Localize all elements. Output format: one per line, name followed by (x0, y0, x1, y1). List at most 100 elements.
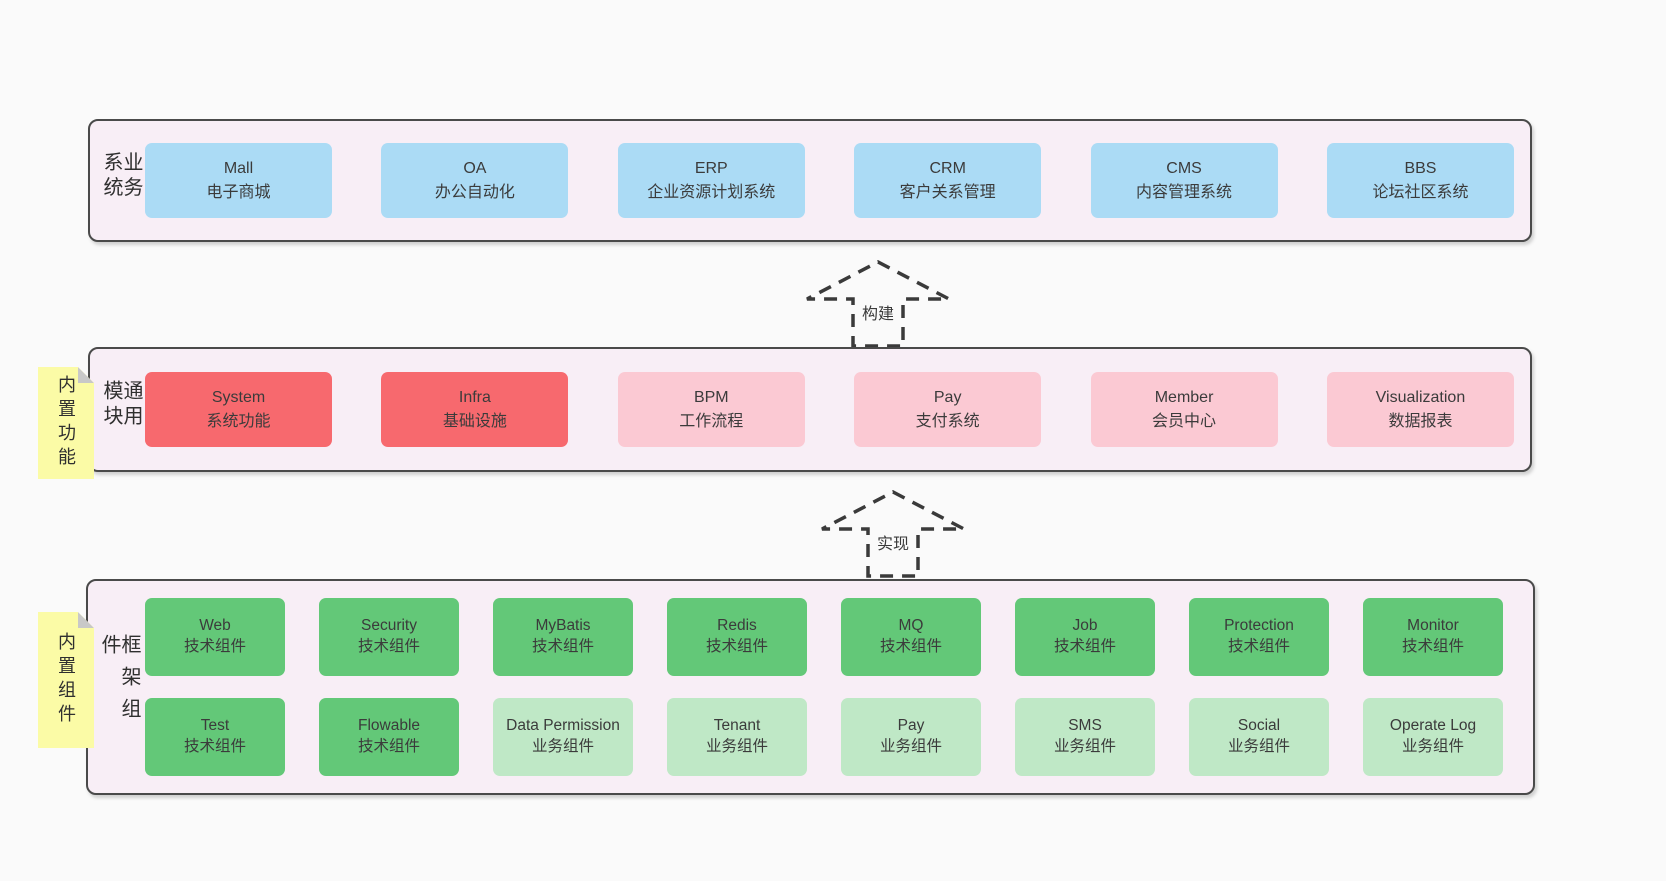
box-title: Data Permission (506, 717, 620, 735)
box-subtitle: 业务组件 (1227, 738, 1290, 755)
box-title: Test (200, 717, 230, 735)
box-title: Visualization (1375, 389, 1466, 407)
box-title: OA (463, 160, 487, 178)
box-title: BBS (1404, 160, 1437, 178)
box-title: MQ (898, 617, 924, 635)
box-title: Security (361, 617, 417, 635)
box-title: Monitor (1407, 617, 1459, 635)
box-title: CMS (1166, 160, 1202, 178)
box-subtitle: 技术组件 (357, 638, 420, 655)
box-title: Pay (897, 717, 925, 735)
box-title: Member (1154, 389, 1214, 407)
box-title: Tenant (713, 717, 761, 735)
box-title: BPM (693, 389, 729, 407)
implement-arrow: 实现 (820, 490, 966, 578)
box-subtitle: 技术组件 (1401, 638, 1464, 655)
business-boxes: Mall 电子商城 OA 办公自动化 ERP 企业资源计划系统 CRM 客户关系管理 CMS 内容… (90, 121, 1530, 240)
box-subtitle: 技术组件 (705, 638, 768, 655)
box-subtitle: 支付系统 (915, 412, 980, 430)
box-subtitle: 电子商城 (206, 183, 271, 201)
box-title: Web (199, 617, 231, 635)
box-title: Pay (933, 389, 962, 407)
box-subtitle: 技术组件 (357, 738, 420, 755)
box-subtitle: 办公自动化 (434, 183, 515, 201)
box-subtitle: 会员中心 (1152, 412, 1217, 430)
box-subtitle: 基础设施 (442, 412, 507, 430)
box-oa: OA 办公自动化 (381, 143, 569, 218)
box-title: Redis (717, 617, 757, 635)
box-subtitle: 数据报表 (1388, 412, 1453, 430)
box-title: ERP (694, 160, 728, 178)
box-title: Social (1237, 717, 1281, 735)
box-tenant: Tenant 业务组件 (667, 698, 807, 776)
box-subtitle: 业务组件 (705, 738, 768, 755)
box-visualization: Visualization 数据报表 (1326, 372, 1514, 447)
box-subtitle: 业务组件 (879, 738, 942, 755)
box-pay: Pay 业务组件 (841, 698, 981, 776)
box-subtitle: 企业资源计划系统 (647, 183, 776, 201)
up-arrow-dashed-icon (821, 490, 965, 578)
box-crm: CRM 客户关系管理 (854, 143, 1042, 218)
box-operate-log: Operate Log 业务组件 (1363, 698, 1503, 776)
box-data-permission: Data Permission 业务组件 (493, 698, 633, 776)
box-job: Job 技术组件 (1015, 598, 1155, 676)
box-subtitle: 客户关系管理 (899, 183, 996, 201)
box-redis: Redis 技术组件 (667, 598, 807, 676)
box-title: CRM (929, 160, 966, 178)
box-cms: CMS 内容管理系统 (1090, 143, 1278, 218)
box-subtitle: 业务组件 (1053, 738, 1116, 755)
build-arrow: 构建 (805, 260, 951, 348)
box-title: SMS (1068, 717, 1102, 735)
box-subtitle: 技术组件 (1227, 638, 1290, 655)
box-erp: ERP 企业资源计划系统 (617, 143, 805, 218)
box-sms: SMS 业务组件 (1015, 698, 1155, 776)
box-infra: Infra 基础设施 (381, 372, 569, 447)
box-subtitle: 技术组件 (879, 638, 942, 655)
box-pay: Pay 支付系统 (854, 372, 1042, 447)
business-layer-label: 业务系统 (100, 150, 142, 201)
box-title: Operate Log (1389, 717, 1477, 735)
box-title: Job (1072, 617, 1098, 635)
built-in-functions-note-label: 内置功能 (56, 375, 76, 471)
box-subtitle: 工作流程 (679, 412, 744, 430)
box-mall: Mall 电子商城 (145, 143, 332, 218)
box-mq: MQ 技术组件 (841, 598, 981, 676)
box-system: System 系统功能 (145, 372, 332, 447)
box-title: MyBatis (535, 617, 591, 635)
box-subtitle: 技术组件 (531, 638, 594, 655)
box-title: System (211, 389, 266, 407)
built-in-components-note-label: 内置组件 (56, 632, 76, 728)
box-member: Member 会员中心 (1090, 372, 1278, 447)
modules-layer-label: 通用模块 (100, 379, 142, 430)
box-mybatis: MyBatis 技术组件 (493, 598, 633, 676)
implement-arrow-label: 实现 (873, 528, 913, 556)
box-bbs: BBS 论坛社区系统 (1326, 143, 1514, 218)
framework-layer-label: 框架组件 (98, 634, 140, 730)
box-bpm: BPM 工作流程 (617, 372, 805, 447)
box-subtitle: 内容管理系统 (1136, 183, 1233, 201)
box-title: Protection (1224, 617, 1294, 635)
business-systems-layer: 业务系统 Mall 电子商城 OA 办公自动化 ERP 企业资源计划系统 CRM 客户关系管理… (88, 119, 1532, 242)
box-title: Infra (458, 389, 491, 407)
box-title: Mall (223, 160, 254, 178)
box-subtitle: 业务组件 (531, 738, 594, 755)
build-arrow-label: 构建 (858, 298, 898, 326)
box-social: Social 业务组件 (1189, 698, 1329, 776)
box-monitor: Monitor 技术组件 (1363, 598, 1503, 676)
modules-boxes: System 系统功能 Infra 基础设施 BPM 工作流程 Pay 支付系统 Member 会… (90, 349, 1530, 470)
box-subtitle: 业务组件 (1401, 738, 1464, 755)
box-protection: Protection 技术组件 (1189, 598, 1329, 676)
box-subtitle: 技术组件 (1053, 638, 1116, 655)
built-in-components-note: 内置组件 (38, 612, 94, 748)
common-modules-layer: 通用模块 System 系统功能 Infra 基础设施 BPM 工作流程 Pay 支付系统 Me… (88, 347, 1532, 472)
box-subtitle: 系统功能 (206, 412, 271, 430)
box-subtitle: 论坛社区系统 (1372, 183, 1469, 201)
